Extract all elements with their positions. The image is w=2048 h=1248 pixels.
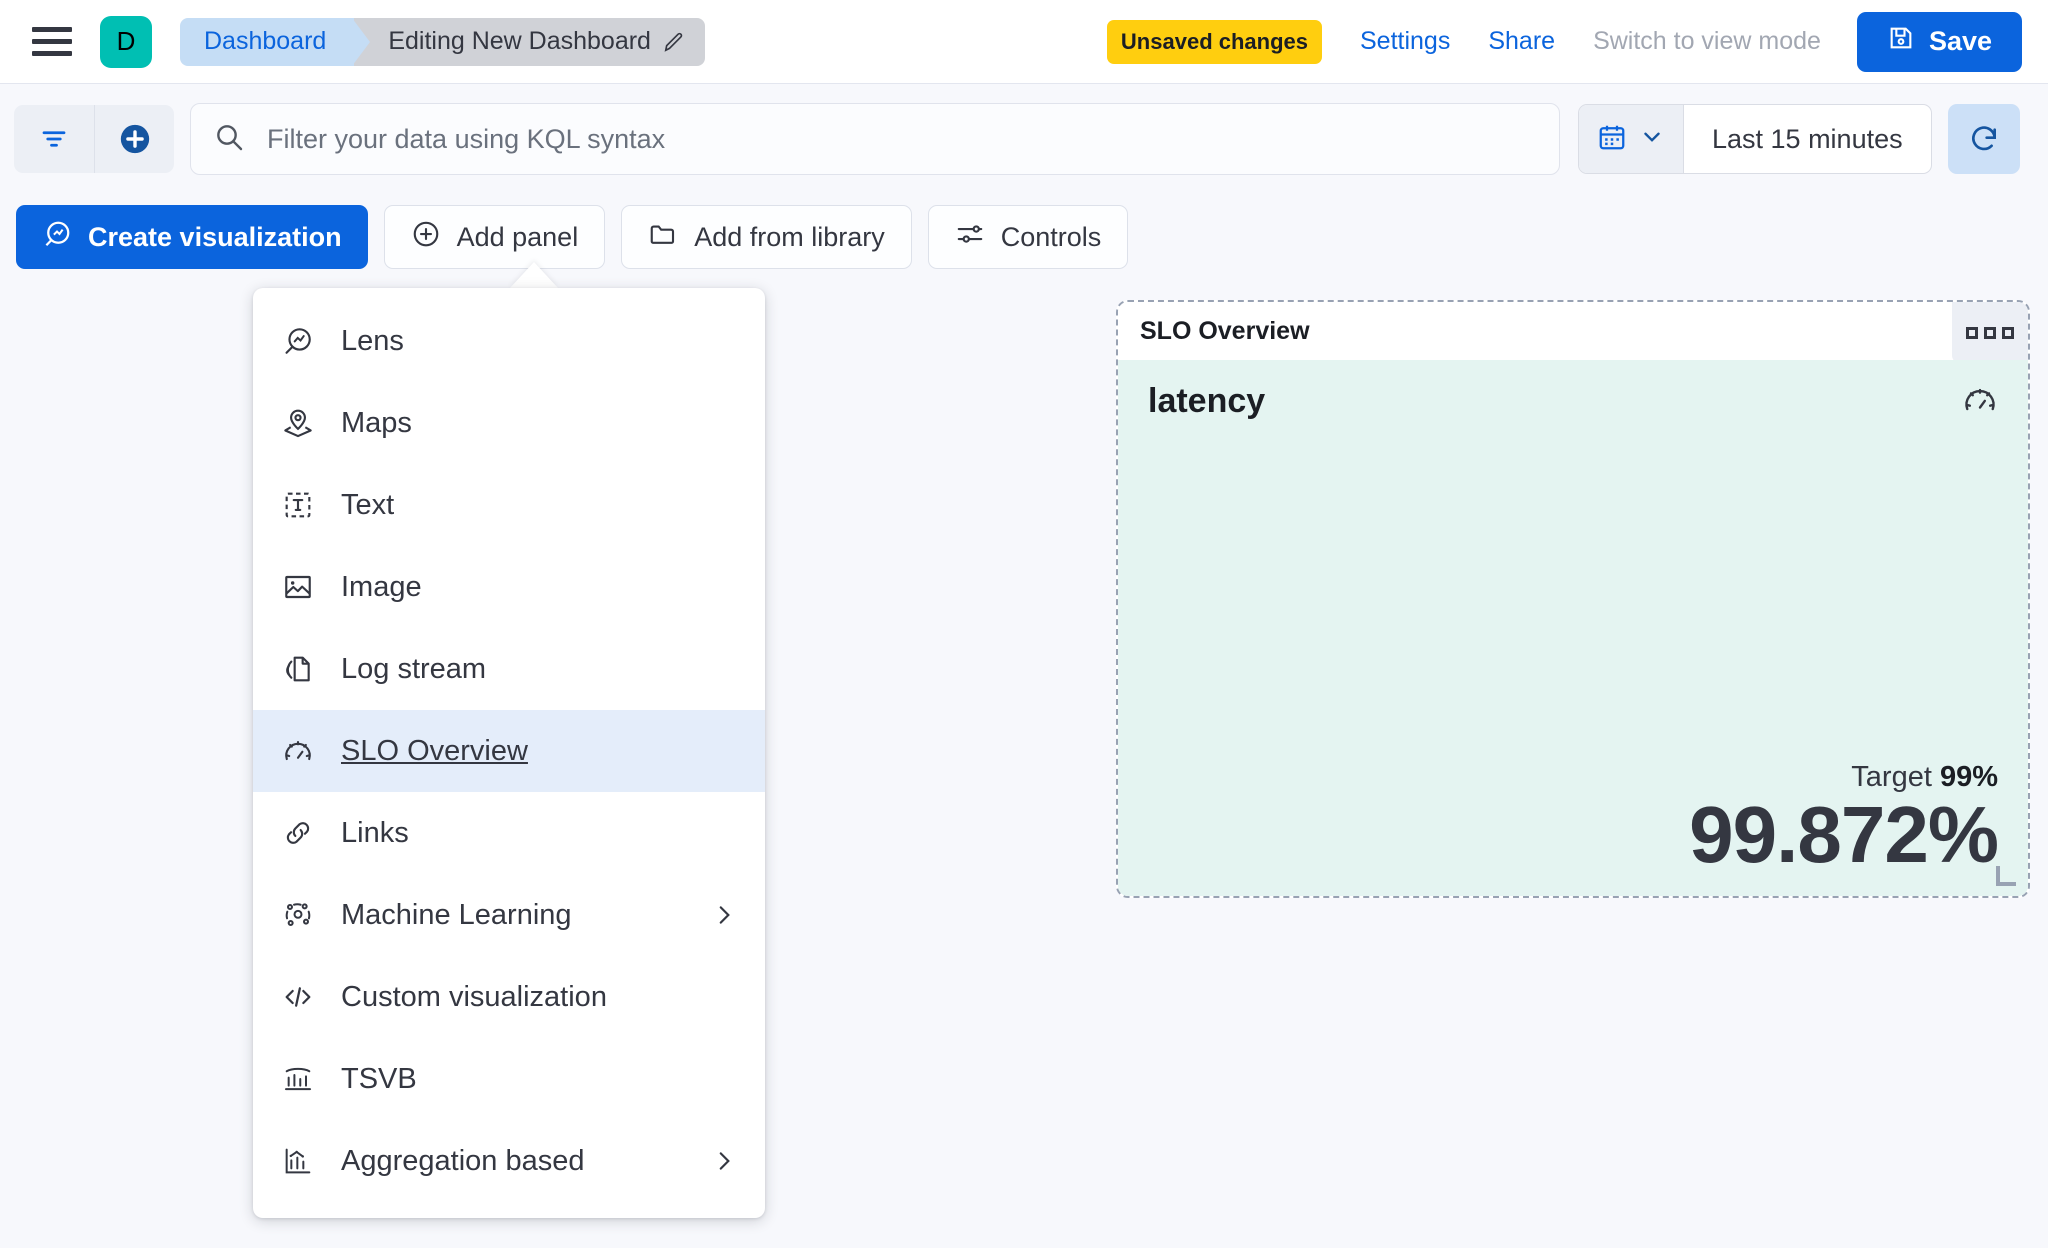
slo-metrics: Target 99% 99.872% [1148, 761, 1999, 880]
create-visualization-button[interactable]: Create visualization [16, 205, 368, 269]
menu-item-links[interactable]: Links [253, 792, 765, 874]
ctx-square [2002, 327, 2014, 339]
slo-sli-value: 99.872% [1689, 790, 1999, 880]
plus-circle-icon [411, 219, 441, 256]
menu-item-aggregation-based[interactable]: Aggregation based [253, 1120, 765, 1202]
gauge-icon [1962, 382, 1998, 423]
search-icon [213, 121, 245, 158]
menu-item-slo-overview[interactable]: SLO Overview [253, 710, 765, 792]
breadcrumb-item-current[interactable]: Editing New Dashboard [354, 17, 705, 66]
save-button-label: Save [1928, 26, 1992, 56]
menu-item-label: TSVB [341, 1062, 417, 1095]
popover-arrow [510, 262, 558, 288]
slo-target-row: Target 99% [1148, 761, 1998, 794]
folder-icon [648, 219, 678, 256]
global-header: D Dashboard Editing New Dashboard Unsave… [0, 0, 2048, 84]
settings-link[interactable]: Settings [1360, 27, 1451, 55]
panel-title: SLO Overview [1140, 316, 1310, 345]
slo-panel-body: latency Target 99% 99.872% [1118, 360, 2028, 896]
add-from-library-label: Add from library [694, 221, 885, 252]
map-marker-icon [281, 406, 315, 440]
save-disk-icon [1887, 24, 1915, 59]
menu-item-tsvb[interactable]: TSVB [253, 1038, 765, 1120]
ml-nodes-icon [281, 898, 315, 932]
ctx-square [1966, 327, 1978, 339]
gauge-icon [281, 734, 315, 768]
menu-item-label: Machine Learning [341, 898, 572, 931]
slo-body-top: latency [1148, 382, 1998, 423]
refresh-button[interactable] [1947, 104, 2020, 174]
pencil-icon[interactable] [663, 31, 685, 53]
switch-to-view-mode-link[interactable]: Switch to view mode [1593, 27, 1821, 55]
add-panel-menu: Lens Maps Text [253, 288, 765, 1218]
create-visualization-label: Create visualization [88, 221, 342, 252]
menu-item-custom-visualization[interactable]: Custom visualization [253, 956, 765, 1038]
menu-item-log-stream[interactable]: Log stream [253, 628, 765, 710]
controls-label: Controls [1000, 221, 1102, 252]
query-bar: Filter your data using KQL syntax [0, 85, 2048, 193]
space-avatar[interactable]: D [100, 15, 152, 68]
menu-item-label: Image [341, 570, 422, 603]
slo-target-value: 99% [1939, 761, 1998, 794]
menu-item-label: Lens [341, 324, 404, 357]
add-filter-plus-circle-icon[interactable] [94, 105, 174, 173]
panel-header: SLO Overview [1118, 302, 2028, 364]
menu-item-text[interactable]: Text [253, 464, 765, 546]
menu-item-image[interactable]: Image [253, 546, 765, 628]
calendar-icon [1597, 122, 1627, 157]
agg-chart-icon [281, 1144, 315, 1178]
add-from-library-button[interactable]: Add from library [621, 205, 912, 269]
menu-item-label: Log stream [341, 652, 487, 685]
search-input[interactable]: Filter your data using KQL syntax [190, 103, 1560, 175]
header-actions: Unsaved changes Settings Share Switch to… [1106, 11, 2048, 72]
save-button[interactable]: Save [1856, 11, 2022, 72]
menu-item-label: Custom visualization [341, 980, 607, 1013]
menu-item-label: Aggregation based [341, 1144, 585, 1177]
breadcrumb: Dashboard Editing New Dashboard [180, 17, 705, 66]
three-squares-icon[interactable] [1952, 302, 2028, 364]
date-range-picker[interactable]: Last 15 minutes [1578, 104, 1932, 174]
editor-toolbar: Create visualization Add panel Add from … [0, 196, 2048, 278]
slo-name: latency [1148, 382, 1266, 420]
tsvb-icon [281, 1062, 315, 1096]
menu-item-machine-learning[interactable]: Machine Learning [253, 874, 765, 956]
menu-item-maps[interactable]: Maps [253, 382, 765, 464]
ctx-square [1984, 327, 1996, 339]
hamburger-icon[interactable] [32, 21, 74, 63]
unsaved-changes-badge[interactable]: Unsaved changes [1106, 19, 1322, 64]
image-icon [281, 570, 315, 604]
menu-item-label: Text [341, 488, 395, 521]
lens-icon [281, 324, 315, 358]
filter-controls-group [14, 105, 174, 173]
breadcrumb-current-label: Editing New Dashboard [388, 27, 651, 55]
controls-sliders-icon [955, 219, 985, 256]
add-panel-label: Add panel [456, 221, 579, 252]
controls-button[interactable]: Controls [927, 205, 1129, 269]
chevron-right-icon [711, 902, 737, 928]
filter-icon[interactable] [14, 105, 94, 173]
menu-item-label: SLO Overview [341, 734, 528, 767]
search-input-placeholder: Filter your data using KQL syntax [267, 123, 666, 154]
chevron-right-icon [711, 1148, 737, 1174]
breadcrumb-dashboard-label: Dashboard [204, 27, 327, 55]
resize-corner-icon[interactable] [1996, 866, 2016, 886]
date-range-value[interactable]: Last 15 minutes [1712, 123, 1903, 154]
code-icon [281, 980, 315, 1014]
link-icon [281, 816, 315, 850]
date-quick-select-button[interactable] [1579, 105, 1684, 173]
space-avatar-letter: D [116, 26, 136, 56]
chevron-down-icon [1639, 124, 1665, 155]
log-stream-icon [281, 652, 315, 686]
menu-item-lens[interactable]: Lens [253, 300, 765, 382]
slo-overview-panel[interactable]: SLO Overview latency T [1116, 300, 2030, 898]
lens-icon [42, 219, 72, 256]
add-panel-button[interactable]: Add panel [383, 205, 606, 269]
text-box-icon [281, 488, 315, 522]
menu-item-label: Maps [341, 406, 412, 439]
breadcrumb-item-dashboard[interactable]: Dashboard [180, 17, 371, 66]
share-link[interactable]: Share [1488, 27, 1556, 55]
menu-item-label: Links [341, 816, 409, 849]
slo-target-label: Target [1851, 761, 1932, 794]
